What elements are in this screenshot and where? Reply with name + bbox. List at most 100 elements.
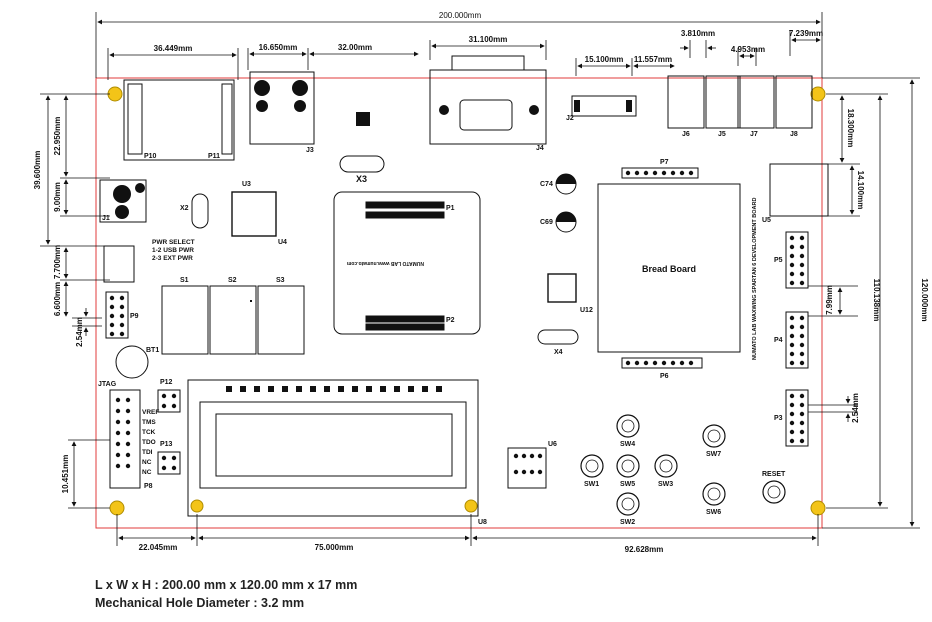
label-p5: P5: [774, 257, 783, 264]
label-c74: C74: [540, 181, 553, 188]
s2-switch: [209, 285, 257, 355]
dim-6600: 6.600mm: [53, 282, 62, 316]
dim-31: 31.100mm: [469, 35, 508, 44]
mounting-hole-tr: [810, 86, 826, 102]
label-logo-text: NUMATO LAB www.numato.com: [346, 260, 424, 266]
lcd-pin-row: [226, 386, 442, 392]
p4-header: [785, 311, 809, 369]
bread-board-area: [597, 183, 741, 353]
dim-16: 16.650mm: [259, 43, 298, 52]
j2-connector: [571, 95, 637, 117]
jtag-pin-nc1: NC: [142, 459, 152, 466]
mounting-hole-br: [810, 500, 826, 516]
label-sw7: SW7: [706, 451, 721, 458]
mounting-hole-lcd-r: [464, 499, 478, 513]
label-p6: P6: [660, 373, 669, 380]
label-j1: J1: [102, 215, 110, 222]
jtag-pin-vref: VREF: [142, 409, 159, 416]
label-u4: U4: [278, 239, 287, 246]
label-reset: RESET: [762, 471, 786, 478]
label-usb-pwr: 1-2 USB PWR: [152, 247, 194, 254]
mounting-hole-tl: [107, 86, 123, 102]
s3-switch: [257, 285, 305, 355]
label-board-title: NUMATO LAB WAXWING SPARTAN 6 DEVELOPMENT…: [752, 198, 758, 360]
dim-15: 15.100mm: [585, 55, 624, 64]
u6-dip: [507, 447, 547, 489]
label-sw2: SW2: [620, 519, 635, 526]
label-j4: J4: [536, 145, 544, 152]
dim-18300: 18.300mm: [846, 109, 855, 148]
label-s3: S3: [276, 277, 285, 284]
spec-size: L x W x H : 200.00 mm x 120.00 mm x 17 m…: [95, 578, 358, 592]
label-j8: J8: [790, 131, 798, 138]
dim-3810: 3.810mm: [681, 29, 715, 38]
label-p7: P7: [660, 159, 669, 166]
label-sw1: SW1: [584, 481, 599, 488]
dim-92628: 92.628mm: [625, 545, 664, 554]
label-p9: P9: [130, 313, 139, 320]
j5-jack: [705, 75, 741, 129]
label-ext-pwr: 2-3 EXT PWR: [152, 255, 193, 262]
label-j7: J7: [750, 131, 758, 138]
label-u3: U3: [242, 181, 251, 188]
dim-254-left: 2.54mm: [75, 317, 84, 347]
label-p1: P1: [446, 205, 455, 212]
label-u6: U6: [548, 441, 557, 448]
label-sw3: SW3: [658, 481, 673, 488]
p10-module: [123, 79, 235, 161]
dim-39600: 39.600mm: [33, 151, 42, 190]
pcb-outline: [95, 77, 823, 529]
label-p3: P3: [774, 415, 783, 422]
label-s1: S1: [180, 277, 189, 284]
label-p2: P2: [446, 317, 455, 324]
dim-10451: 10.451mm: [61, 455, 70, 494]
label-p4: P4: [774, 337, 783, 344]
label-c69: C69: [540, 219, 553, 226]
j3-connector: [249, 71, 315, 145]
p5-header: [785, 231, 809, 289]
u5-sdcard: [769, 163, 829, 217]
jtag-pin-tdi: TDI: [142, 449, 153, 456]
label-u12: U12: [580, 307, 593, 314]
label-s2: S2: [228, 277, 237, 284]
x2-crystal: [191, 193, 209, 229]
dim-32: 32.00mm: [338, 43, 372, 52]
dim-pcb-inner-height: 110.138mm: [872, 279, 881, 322]
jtag-pin-nc2: NC: [142, 469, 152, 476]
p12-header: [157, 389, 181, 413]
label-j6: J6: [682, 131, 690, 138]
dim-9: 9.00mm: [53, 182, 62, 212]
label-sw4: SW4: [620, 441, 635, 448]
dim-36: 36.449mm: [154, 44, 193, 53]
dim-254-right: 2.54mm: [851, 393, 860, 423]
label-x3: X3: [356, 174, 367, 184]
label-p12: P12: [160, 379, 173, 386]
jtag-pin-tdo: TDO: [142, 439, 156, 446]
dim-11: 11.557mm: [634, 55, 672, 64]
dim-22950: 22.950mm: [53, 117, 62, 156]
dim-14100: 14.100mm: [856, 171, 865, 210]
jtag-p8: [109, 389, 141, 489]
label-jtag: JTAG: [98, 381, 117, 388]
label-pwr-select: PWR SELECT: [152, 239, 195, 246]
label-x2: X2: [180, 205, 189, 212]
s1-switch: [161, 285, 209, 355]
jtag-pin-tms: TMS: [142, 419, 156, 426]
dim-overall-height: 120.000mm: [920, 278, 929, 321]
label-p10: P10: [144, 153, 157, 160]
mounting-hole-lcd-l: [190, 499, 204, 513]
label-sw5: SW5: [620, 481, 635, 488]
dim-7239: 7.239mm: [789, 29, 823, 38]
label-u8: U8: [478, 519, 487, 526]
u4-chip: [231, 191, 277, 237]
dim-22045: 22.045mm: [139, 543, 178, 552]
dim-75: 75.000mm: [315, 543, 354, 552]
x4-crystal: [537, 329, 579, 345]
p9-header: [105, 291, 129, 339]
label-sw6: SW6: [706, 509, 721, 516]
x3-crystal: [339, 155, 385, 173]
u8-lcd: [187, 379, 479, 517]
j8-jack: [775, 75, 813, 129]
label-j2: J2: [566, 115, 574, 122]
